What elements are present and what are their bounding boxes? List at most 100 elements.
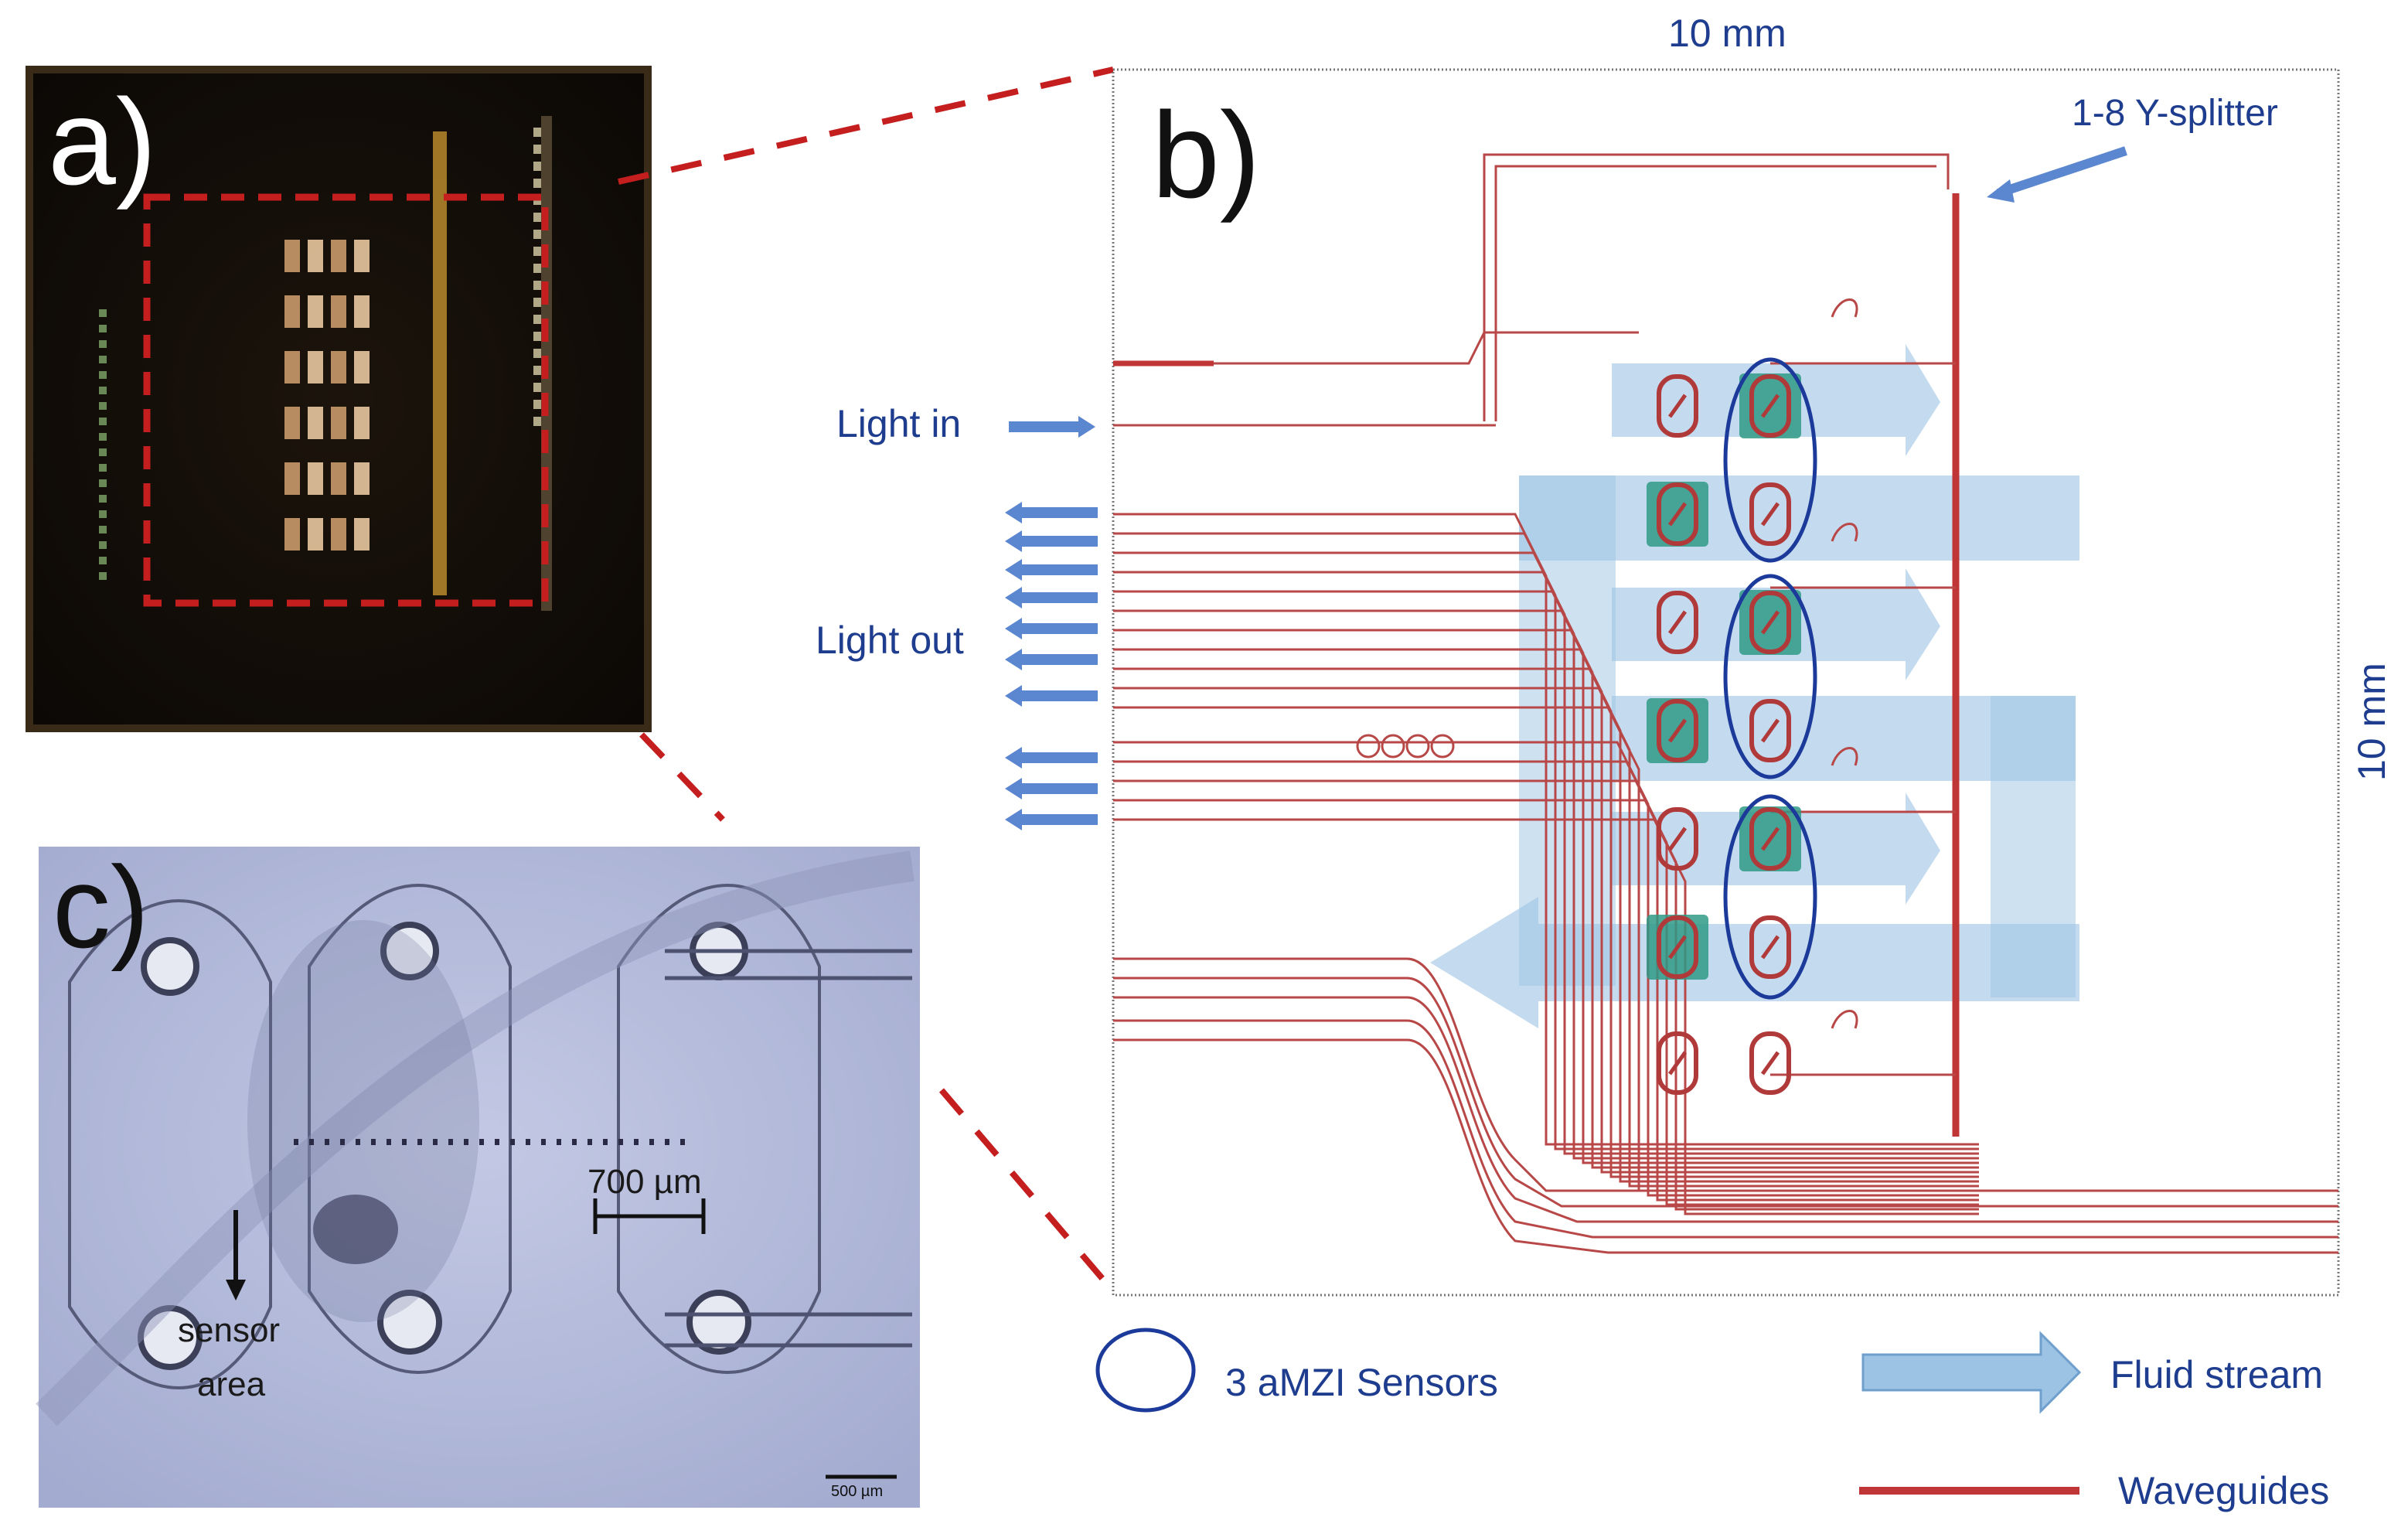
chip-pad xyxy=(331,295,346,328)
legend-fluid-icon xyxy=(1861,1331,2082,1414)
chip-pad xyxy=(284,518,300,551)
waveguide-loop xyxy=(1356,734,1381,758)
microfluidic-chamber xyxy=(617,884,821,1374)
chip-edge-dot xyxy=(99,495,107,503)
scale-700-label: 700 µm xyxy=(588,1163,702,1201)
chip-edge-dots xyxy=(99,128,541,580)
sensor-ring xyxy=(1657,591,1698,654)
sensor-ring xyxy=(1657,1031,1698,1095)
chip-edge-dot xyxy=(99,402,107,410)
chip-pad xyxy=(284,240,300,272)
chip-edge-dot xyxy=(99,510,107,518)
legend-fluid-label: Fluid stream xyxy=(2110,1353,2323,1396)
chip-sensor-pads xyxy=(284,240,370,551)
zoom-line-c xyxy=(938,1088,1116,1294)
light-out-arrow xyxy=(1005,530,1098,552)
chip-pad xyxy=(354,407,370,439)
light-in-arrow xyxy=(1009,416,1095,438)
sensor-arm xyxy=(1667,502,1688,527)
microfluidic-chamber xyxy=(68,899,272,1389)
sensor-arrow-head xyxy=(226,1280,246,1300)
chip-edge-dot xyxy=(99,557,107,564)
long-waveguide xyxy=(1113,1019,2338,1239)
chip-pad xyxy=(331,351,346,384)
chip-edge-dot xyxy=(99,325,107,332)
height-dimension-label: 10 mm xyxy=(2350,663,2393,781)
sensor-arm xyxy=(1760,827,1780,851)
chip-edge-dot xyxy=(533,315,541,324)
amzi-sensor-outline xyxy=(1723,574,1817,779)
sensor-array xyxy=(1647,357,1817,1095)
chip-edge-dot xyxy=(99,448,107,456)
chip-edge-dot xyxy=(533,264,541,273)
dust-spot xyxy=(313,1195,398,1264)
chip-pad xyxy=(308,240,323,272)
small-scalebar-label: 500 µm xyxy=(831,1483,883,1500)
chip-pad xyxy=(354,240,370,272)
sensor-arm xyxy=(1667,718,1688,743)
chip-edge-dot xyxy=(533,349,541,358)
panel-c-microscope: 700 µm sensor area 500 µm xyxy=(36,847,920,1508)
splitter-branch xyxy=(1770,523,1956,589)
light-out-arrow xyxy=(1005,778,1098,799)
sensor-arm xyxy=(1760,502,1780,527)
sensor-ring xyxy=(1657,374,1698,438)
legend-waveguide-label: Waveguides xyxy=(2118,1469,2329,1512)
sensor-ring xyxy=(1657,807,1698,871)
straight-channels xyxy=(665,949,912,1348)
legend-sensor-label: 3 aMZI Sensors xyxy=(1225,1361,1498,1404)
chip-pad xyxy=(308,351,323,384)
chip-edge-dot xyxy=(99,433,107,441)
chip-pad xyxy=(354,462,370,495)
chamber-inlet xyxy=(141,937,199,996)
chip-edge-dot xyxy=(533,332,541,341)
light-in-label: Light in xyxy=(836,402,961,445)
waveguide-loop xyxy=(1405,734,1430,758)
chip-pad xyxy=(308,462,323,495)
chip-pad xyxy=(308,295,323,328)
light-out-label: Light out xyxy=(816,619,964,662)
chip-edge-dot xyxy=(533,179,541,188)
light-arrows xyxy=(1005,416,1098,830)
chip-edge-dot xyxy=(533,213,541,222)
waveguide xyxy=(1494,165,1936,421)
sensor-ring xyxy=(1657,482,1698,546)
waveguide-network xyxy=(1113,153,2338,1254)
sensor-ring xyxy=(1749,591,1791,654)
amzi-sensor-outline xyxy=(1723,794,1817,1000)
chip-pad xyxy=(354,351,370,384)
sensor-ring xyxy=(1749,807,1791,871)
sensor-ring xyxy=(1749,1031,1791,1095)
chip-edge-dot xyxy=(533,247,541,256)
light-out-arrow xyxy=(1005,649,1098,670)
chip-streak xyxy=(433,131,447,595)
chip-edge-dot xyxy=(99,541,107,549)
chip-edge-dot xyxy=(533,162,541,171)
zoom-region-box xyxy=(143,193,549,607)
chip-edge-dot xyxy=(533,417,541,426)
legend-sensor-icon xyxy=(1095,1328,1196,1413)
chip-pad xyxy=(331,518,346,551)
panel-b-label: b) xyxy=(1152,87,1261,223)
sensor-arm xyxy=(1667,1051,1688,1076)
chip-edge-dot xyxy=(99,418,107,425)
chip-edge-dot xyxy=(99,309,107,317)
sensor-ring xyxy=(1749,699,1791,762)
light-out-arrow xyxy=(1005,502,1098,523)
chip-pad xyxy=(284,462,300,495)
chip-pad xyxy=(308,407,323,439)
chamber-outlet xyxy=(377,1290,442,1355)
sensor-ring xyxy=(1749,374,1791,438)
chip-edge-dot xyxy=(533,366,541,375)
sensor-arm xyxy=(1667,827,1688,851)
sensor-ring xyxy=(1749,482,1791,546)
curved-channel xyxy=(36,851,914,1427)
sensor-area-label-2: area xyxy=(197,1365,266,1403)
light-out-arrow xyxy=(1005,685,1098,707)
chip-pad xyxy=(308,518,323,551)
panel-c-label: c) xyxy=(53,842,149,972)
long-waveguide xyxy=(1113,957,2338,1192)
sensor-arm xyxy=(1760,610,1780,635)
chip-edge-dot xyxy=(533,298,541,307)
